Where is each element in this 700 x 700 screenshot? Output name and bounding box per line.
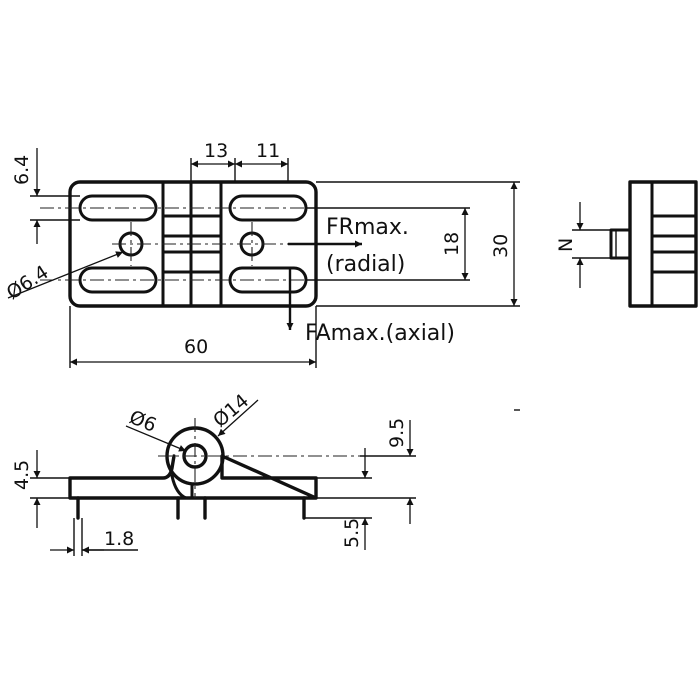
dim-dia-14: Ø14: [209, 390, 253, 432]
dim-dia-6: Ø6: [126, 406, 159, 437]
side-view-pin: [609, 228, 632, 260]
radial-force-label: FRmax.: [326, 215, 409, 240]
dim-30: 30: [490, 234, 512, 258]
top-view: 13 11 6.4 Ø6.4 18 30 60 FRmax. (radial) …: [3, 140, 520, 368]
side-view-body: [628, 180, 698, 308]
dim-1-8: 1.8: [104, 528, 134, 550]
dim-9-5: 9.5: [386, 418, 408, 448]
dim-5-5: 5.5: [341, 518, 363, 548]
slot-bottom-left: [78, 266, 158, 294]
axial-force-label: FAmax.(axial): [305, 321, 455, 346]
dim-n: N: [555, 238, 577, 252]
front-view: Ø6 Ø14 9.5 5.5 4.5 1.8: [11, 390, 520, 556]
dim-60: 60: [184, 336, 208, 358]
dim-13: 13: [204, 140, 228, 162]
slot-top-left: [78, 194, 158, 222]
dim-6-4: 6.4: [11, 155, 33, 185]
dim-18: 18: [441, 232, 463, 256]
side-view: N: [555, 180, 698, 308]
radial-force-sub: (radial): [326, 252, 405, 277]
dim-11: 11: [256, 140, 280, 162]
dim-4-5: 4.5: [11, 460, 33, 490]
dim-dia-6-4: Ø6.4: [3, 261, 53, 304]
